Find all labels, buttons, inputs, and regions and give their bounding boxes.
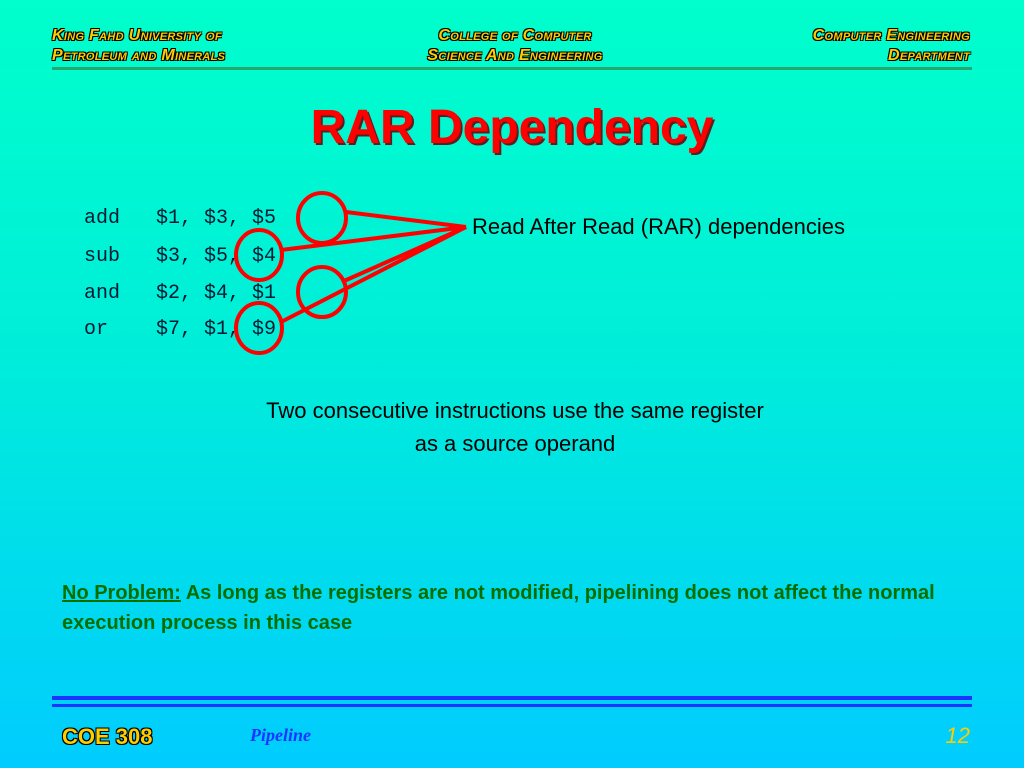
header-university-line-1: King Fahd University of bbox=[52, 27, 222, 44]
note-text: As long as the registers are not modifie… bbox=[62, 582, 935, 634]
code-operands: $3, $5, $4 bbox=[156, 245, 277, 268]
connector-line-and bbox=[343, 225, 467, 283]
header-university-line-2: Petroleum and Minerals bbox=[52, 47, 226, 64]
connector-line-or bbox=[280, 225, 467, 324]
connector-line-sub bbox=[280, 225, 467, 252]
code-line-or: or $7, $1, $9 bbox=[84, 318, 276, 342]
code-opcode: add bbox=[84, 207, 121, 230]
footer-topic: Pipeline bbox=[250, 725, 311, 745]
connector-line-add bbox=[345, 210, 467, 229]
note: No Problem: As long as the registers are… bbox=[62, 578, 962, 638]
code-operands: $1, $3, $5 bbox=[156, 207, 277, 230]
code-opcode: sub bbox=[84, 245, 121, 268]
header-divider bbox=[52, 67, 972, 70]
header-department-line-2: Department bbox=[888, 47, 970, 64]
code-line-add: add $1, $3, $5 bbox=[84, 207, 276, 231]
register-circle-add-5 bbox=[296, 191, 348, 245]
footer-page-number: 12 bbox=[945, 723, 970, 748]
code-operands: $2, $4, $1 bbox=[156, 282, 277, 305]
note-lead: No Problem: bbox=[62, 582, 181, 604]
description: Two consecutive instructions use the sam… bbox=[180, 394, 850, 460]
code-line-and: and $2, $4, $1 bbox=[84, 282, 276, 306]
code-opcode: or bbox=[84, 318, 109, 341]
description-line-1: Two consecutive instructions use the sam… bbox=[266, 398, 764, 423]
footer-divider-bottom bbox=[52, 704, 972, 707]
header-college: College of Computer Science And Engineer… bbox=[390, 26, 640, 66]
header-college-line-1: College of Computer bbox=[438, 27, 592, 44]
rar-dependency-label: Read After Read (RAR) dependencies bbox=[472, 214, 845, 239]
footer-course: COE 308 bbox=[62, 724, 153, 749]
header-department-line-1: Computer Engineering bbox=[812, 27, 970, 44]
footer-divider-top bbox=[52, 696, 972, 700]
description-line-2: as a source operand bbox=[414, 431, 616, 456]
header-department: Computer Engineering Department bbox=[813, 26, 970, 66]
register-circle-and-1 bbox=[296, 265, 348, 319]
code-opcode: and bbox=[84, 282, 121, 305]
header-university: King Fahd University of Petroleum and Mi… bbox=[52, 26, 225, 66]
slide-title: RAR Dependency bbox=[310, 101, 714, 154]
code-operands: $7, $1, $9 bbox=[156, 318, 277, 341]
header-college-line-2: Science And Engineering bbox=[427, 47, 603, 64]
code-line-sub: sub $3, $5, $4 bbox=[84, 245, 276, 269]
